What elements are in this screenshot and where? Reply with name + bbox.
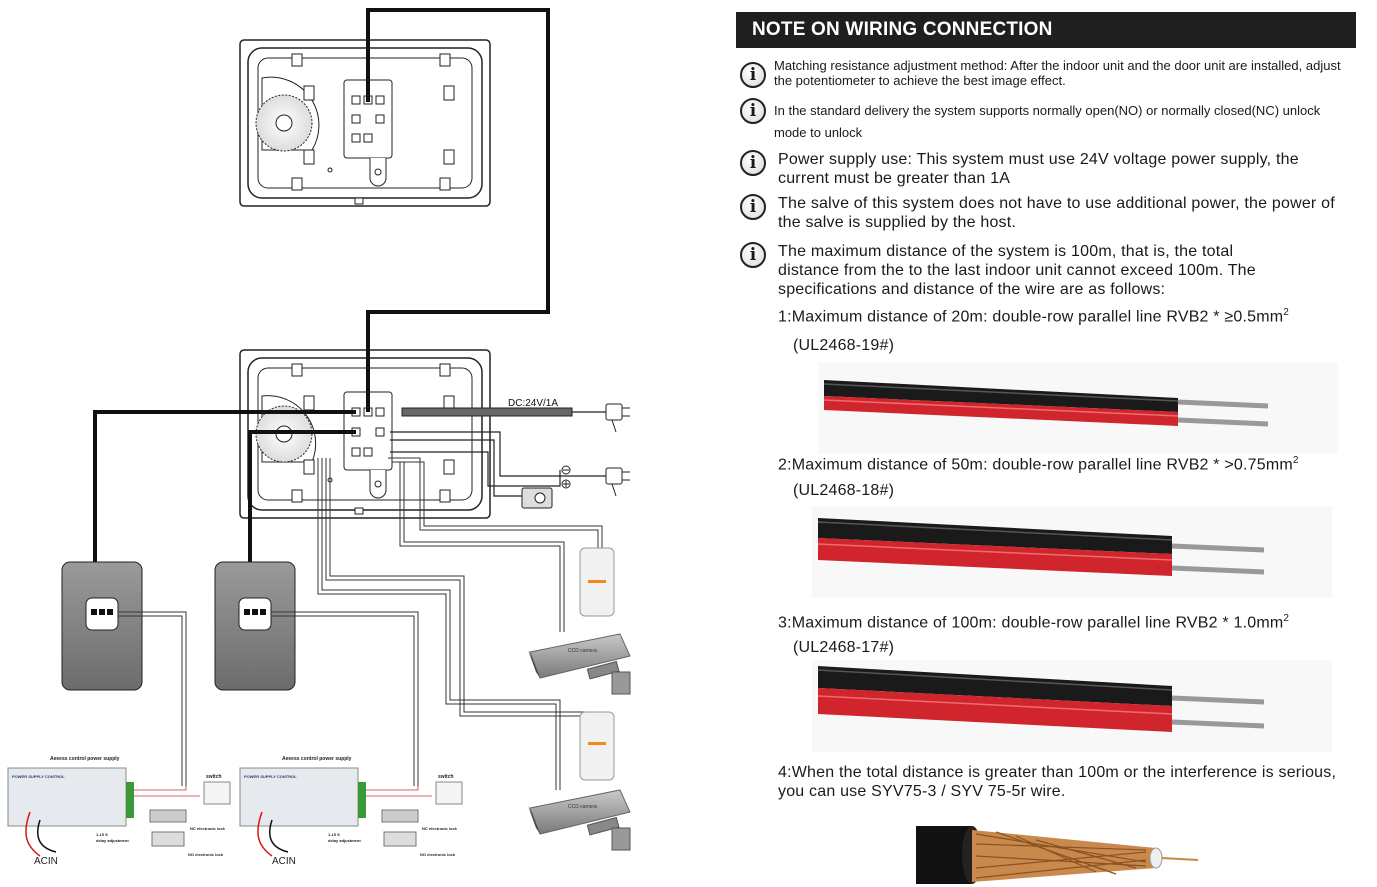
switch-icon: switch [435, 774, 463, 805]
svg-text:1-15 S: 1-15 S [328, 832, 340, 837]
note-text: Power supply use: This system must use 2… [778, 151, 1299, 187]
access-power-supply-2: Aeeess control power supply POWER SUPPLY… [239, 756, 463, 867]
camera-label: CCD camera [568, 648, 597, 654]
spec-model-1: (UL2468-19#) [793, 337, 895, 354]
lock-plug-icon [561, 465, 630, 497]
power-panel-title: POWER SUPPLY CONTROL [244, 774, 297, 779]
nc-lock-label: NC electronic lock [190, 826, 226, 831]
camera-icon: CCD camera [528, 789, 631, 851]
dc-power-cable: DC:24V/1A [401, 398, 630, 433]
power-plug-icon [605, 403, 630, 433]
coaxial-cable-image [916, 822, 1206, 886]
power-box-title: Aeeess control power supply [50, 756, 120, 762]
info-icon: i [740, 98, 766, 124]
acin-label: ACIN [272, 856, 296, 867]
info-icon: i [740, 150, 766, 176]
spec-model-2: (UL2468-18#) [793, 482, 895, 499]
camera-label: CCD camera [568, 804, 597, 810]
svg-text:switch: switch [206, 774, 222, 780]
note-item: i Power supply use: This system must use… [736, 150, 1343, 188]
svg-text:delay adjustment: delay adjustment [328, 838, 361, 843]
info-icon: i [740, 62, 766, 88]
spec-line-1: 1:Maximum distance of 20m: double-row pa… [778, 307, 1290, 326]
lock-power-cable [390, 431, 606, 497]
note-text: The maximum distance of the system is 10… [778, 243, 1256, 298]
info-icon: i [740, 194, 766, 220]
info-icon: i [740, 242, 766, 268]
door-lock-icon [521, 487, 553, 509]
acin-label: ACIN [34, 856, 58, 867]
pir-sensor-2 [579, 711, 615, 781]
dc-label: DC:24V/1A [508, 398, 558, 409]
note-text: In the standard delivery the system supp… [774, 103, 1321, 140]
note-item: i The salve of this system does not have… [736, 194, 1343, 232]
indoor-monitor-slave [239, 39, 491, 207]
camera-icon: CCD camera [528, 633, 631, 695]
cable-image-rvb2-10 [812, 660, 1332, 752]
spec-model-3: (UL2468-17#) [793, 639, 895, 656]
monitor-link-cable [366, 8, 550, 412]
pir-sensor-1 [579, 547, 615, 617]
notes-title: NOTE ON WIRING CONNECTION [736, 12, 1356, 48]
note-item: i In the standard delivery the system su… [736, 98, 1353, 144]
note-item: i The maximum distance of the system is … [736, 242, 1298, 299]
door-unit-cables [93, 410, 356, 610]
svg-text:1-15 S: 1-15 S [96, 832, 108, 837]
no-lock-label: NO electronic lock [188, 852, 224, 857]
cable-image-rvb2-05 [818, 362, 1338, 454]
outdoor-door-unit-2 [214, 561, 296, 691]
power-box-title: Aeeess control power supply [282, 756, 352, 762]
final-note: 4:When the total distance is greater tha… [778, 764, 1337, 800]
wiring-diagram: DC:24V/1A [7, 8, 631, 867]
nc-lock-label: NC electronic lock [422, 826, 458, 831]
wiring-notes-panel: NOTE ON WIRING CONNECTION i Matching res… [736, 12, 1356, 299]
spec-line-2: 2:Maximum distance of 50m: double-row pa… [778, 455, 1299, 474]
note-item: i Matching resistance adjustment method:… [736, 58, 1343, 88]
spec-line-3: 3:Maximum distance of 100m: double-row p… [778, 613, 1290, 632]
access-power-supply-1: Aeeess control power supply POWER SUPPLY… [7, 756, 231, 867]
switch-icon: switch [203, 774, 231, 805]
note-text: Matching resistance adjustment method: A… [774, 58, 1341, 88]
no-lock-label: NO electronic lock [420, 852, 456, 857]
note-text: The salve of this system does not have t… [778, 195, 1335, 231]
svg-text:switch: switch [438, 774, 454, 780]
outdoor-door-unit-1 [61, 561, 143, 691]
svg-text:delay adjustment: delay adjustment [96, 838, 129, 843]
cable-image-rvb2-075 [812, 506, 1332, 598]
power-panel-title: POWER SUPPLY CONTROL [12, 774, 65, 779]
